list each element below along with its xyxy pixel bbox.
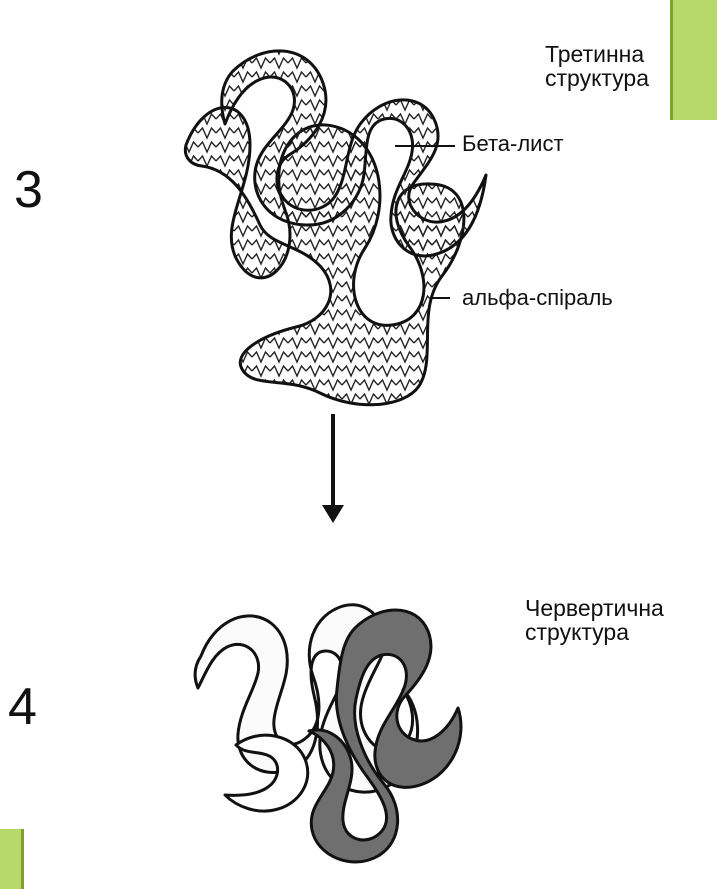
quaternary-structure-ribbon [195,605,461,862]
tertiary-structure-ribbon [185,51,486,405]
transition-arrow [322,414,344,523]
